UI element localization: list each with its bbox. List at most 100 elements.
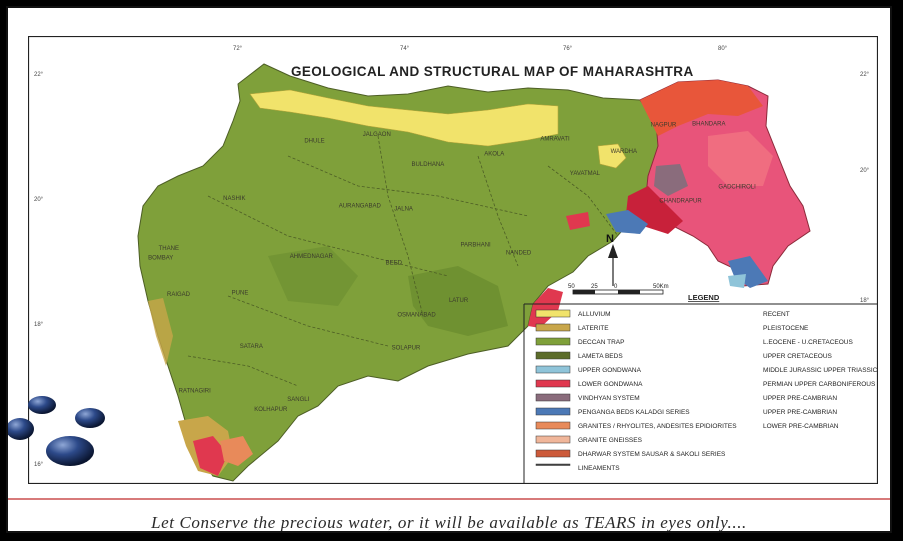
city-label: WARDHA: [611, 149, 637, 155]
legend-label: GRANITE GNEISSES: [578, 437, 643, 444]
city-label: NAGPUR: [651, 123, 677, 129]
coord-left-3: 16°: [34, 462, 44, 468]
scale-label-2: 0: [614, 284, 618, 290]
legend-label: DHARWAR SYSTEM SAUSAR & SAKOLI SERIES: [578, 451, 726, 458]
city-label: THANE: [159, 246, 179, 252]
legend: ALLUVIUM RECENT LATERITE PLEISTOCENE DECCAN …: [535, 309, 878, 472]
legend-age: PERMIAN UPPER CARBONIFEROUS: [763, 381, 876, 388]
city-label: PUNE: [232, 291, 249, 297]
region-deccan-trap-dark: [408, 266, 508, 336]
north-arrow: N: [606, 233, 618, 286]
legend-label: VINDHYAN SYSTEM: [578, 395, 640, 402]
legend-age: UPPER PRE-CAMBRIAN: [763, 409, 837, 416]
coord-top-0: 72°: [233, 46, 243, 52]
region-vindhyan-east: [654, 164, 688, 196]
region-granite-gneiss-east: [708, 131, 773, 186]
scale-label-3: 50Km: [653, 284, 669, 290]
legend-label: LOWER GONDWANA: [578, 381, 643, 388]
city-label: JALNA: [394, 206, 413, 212]
city-label: RAIGAD: [167, 292, 191, 298]
city-label: LATUR: [449, 298, 469, 304]
region-penganga-east: [606, 210, 648, 234]
city-label: RATNAGIRI: [179, 388, 212, 394]
city-label: NASHIK: [223, 196, 245, 202]
bubble: [8, 418, 34, 440]
legend-label: LAMETA BEDS: [578, 353, 623, 360]
legend-label: DECCAN TRAP: [578, 339, 624, 346]
legend-age: RECENT: [763, 311, 790, 318]
legend-swatch: [535, 407, 571, 416]
city-label: JALGAON: [363, 132, 391, 138]
coord-right-1: 20°: [860, 168, 870, 174]
city-label: BOMBAY: [148, 256, 173, 262]
region-deccan-trap: [137, 63, 669, 482]
city-label: NANDED: [506, 250, 532, 256]
legend-age: L.EOCENE - U.CRETACEOUS: [763, 339, 853, 346]
coord-left-0: 22°: [34, 72, 44, 78]
legend-age: MIDDLE JURASSIC UPPER TRIASSIC: [763, 367, 878, 374]
lineaments: [187, 135, 619, 387]
city-label: YAVATMAL: [570, 171, 601, 177]
bubble: [46, 436, 94, 466]
bubble: [75, 408, 105, 428]
legend-swatch: [535, 379, 571, 388]
legend-label: ALLUVIUM: [578, 311, 611, 318]
city-label: SATARA: [240, 344, 263, 350]
city-label: CHANDRAPUR: [659, 199, 702, 205]
region-granites-south: [220, 436, 253, 466]
legend-swatch: [535, 393, 571, 402]
legend-swatch: [535, 351, 571, 360]
city-label: BHANDARA: [692, 121, 725, 127]
legend-swatch: [535, 463, 571, 466]
region-penganga-south: [728, 256, 768, 288]
region-lower-gondwana-south: [528, 288, 563, 328]
coordinate-labels: 72° 74° 76° 80° 22° 20° 18° 16° 22° 20° …: [34, 46, 870, 468]
geological-map: GEOLOGICAL AND STRUCTURAL MAP OF MAHARAS…: [28, 36, 878, 484]
city-label: KOLHAPUR: [254, 407, 288, 413]
map-panel: GEOLOGICAL AND STRUCTURAL MAP OF MAHARAS…: [28, 36, 878, 484]
north-label: N: [606, 233, 614, 245]
scale-bar: 50 25 0 50Km: [568, 284, 669, 295]
legend-label: LATERITE: [578, 325, 609, 332]
coord-left-2: 18°: [34, 322, 44, 328]
legend-label: GRANITES / RHYOLITES, ANDESITES EPIDIORI…: [578, 423, 737, 430]
poster-frame: GEOLOGICAL AND STRUCTURAL MAP OF MAHARAS…: [6, 6, 892, 533]
legend-title: LEGEND: [688, 293, 720, 302]
map-title: GEOLOGICAL AND STRUCTURAL MAP OF MAHARAS…: [291, 64, 694, 79]
city-label: AURANGABAD: [339, 204, 382, 210]
footer-divider: [8, 498, 890, 500]
legend-swatch: [535, 449, 571, 458]
region-upper-gondwana-east: [728, 274, 746, 288]
coord-right-0: 22°: [860, 72, 870, 78]
region-alluvium-tapi: [249, 89, 559, 147]
legend-swatch: [535, 365, 571, 374]
scale-label-0: 50: [568, 284, 575, 290]
legend-age: PLEISTOCENE: [763, 325, 809, 332]
bubble: [28, 396, 56, 414]
region-lateritic-coast: [148, 298, 173, 366]
region-dharwar-south: [193, 436, 228, 476]
city-label: SOLAPUR: [392, 346, 421, 352]
legend-age: LOWER PRE-CAMBRIAN: [763, 423, 839, 430]
scale-label-1: 25: [591, 284, 598, 290]
legend-swatch: [535, 421, 571, 430]
legend-label: UPPER GONDWANA: [578, 367, 642, 374]
city-label: AMRAVATI: [540, 137, 570, 143]
region-deccan-trap-dark-2: [268, 246, 358, 306]
region-lower-gondwana-mid: [566, 212, 590, 230]
water-bubbles-decoration: [8, 396, 105, 466]
water-conservation-slogan: Let Conserve the precious water, or it w…: [151, 513, 747, 532]
city-label: BEED: [386, 261, 403, 267]
coord-top-1: 74°: [400, 46, 410, 52]
city-label: SANGLI: [287, 397, 309, 403]
city-label: PARBHANI: [460, 243, 491, 249]
legend-swatch: [535, 337, 571, 346]
legend-swatch: [535, 309, 571, 318]
region-alluvium-wainganga: [597, 143, 627, 169]
legend-swatch: [535, 435, 571, 444]
legend-swatch: [535, 323, 571, 332]
city-label: AHMEDNAGAR: [290, 254, 334, 260]
coord-top-2: 76°: [563, 46, 573, 52]
city-label: BULDHANA: [412, 162, 445, 168]
